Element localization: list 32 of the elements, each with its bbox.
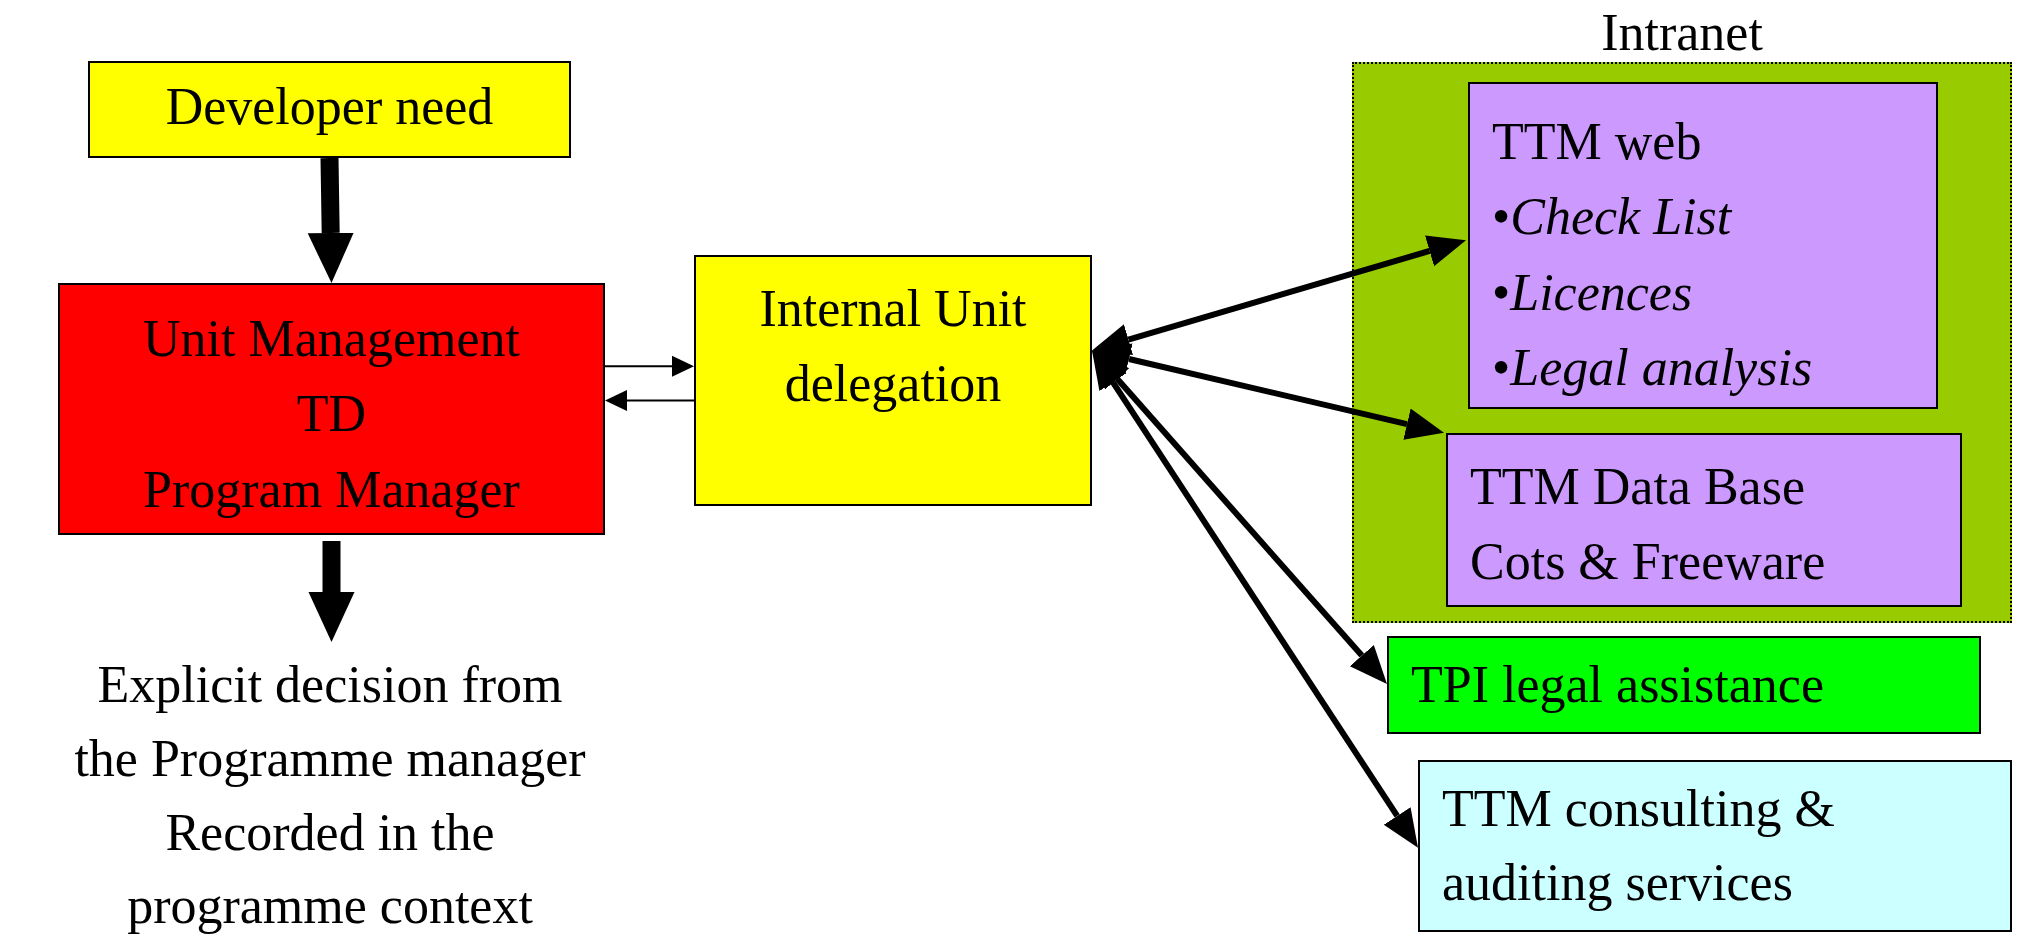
arrow xyxy=(605,390,695,412)
box-label: •Check List xyxy=(1492,187,1732,248)
box-label: •Legal analysis xyxy=(1492,338,1813,399)
box-label: TTM Data Base xyxy=(1470,457,1805,517)
box-label: TTM web xyxy=(1492,112,1702,172)
text-line: programme context xyxy=(126,876,534,934)
arrow xyxy=(604,355,694,377)
arrow xyxy=(307,157,354,283)
group-heading: Intranet xyxy=(1600,4,1764,62)
box-label: TPI legal assistance xyxy=(1411,655,1824,715)
box-label: Developer need xyxy=(164,77,495,137)
box-label: Unit Management xyxy=(142,309,521,369)
box-label: TD xyxy=(295,384,368,445)
process-box xyxy=(694,255,1092,506)
arrow xyxy=(1092,343,1444,440)
text-line: Recorded in the xyxy=(164,802,496,863)
process-box xyxy=(1418,760,2012,932)
box-label: TTM consulting & auditing services xyxy=(1442,779,1836,913)
box-label: Internal Unit delegation xyxy=(758,279,1028,415)
process-box xyxy=(1468,82,1938,409)
box-label: •Licences xyxy=(1492,262,1693,323)
arrow xyxy=(1092,235,1466,355)
process-box xyxy=(88,61,571,158)
text-line: Explicit decision from xyxy=(96,655,564,715)
text-line: the Programme manager xyxy=(73,728,587,789)
process-box xyxy=(1387,636,1981,734)
process-box xyxy=(1446,433,1962,607)
box-label: Program Manager xyxy=(142,459,521,520)
process-box xyxy=(58,283,605,535)
box-label: Cots & Freeware xyxy=(1470,532,1826,593)
arrow xyxy=(308,541,355,642)
arrow xyxy=(1092,350,1387,684)
